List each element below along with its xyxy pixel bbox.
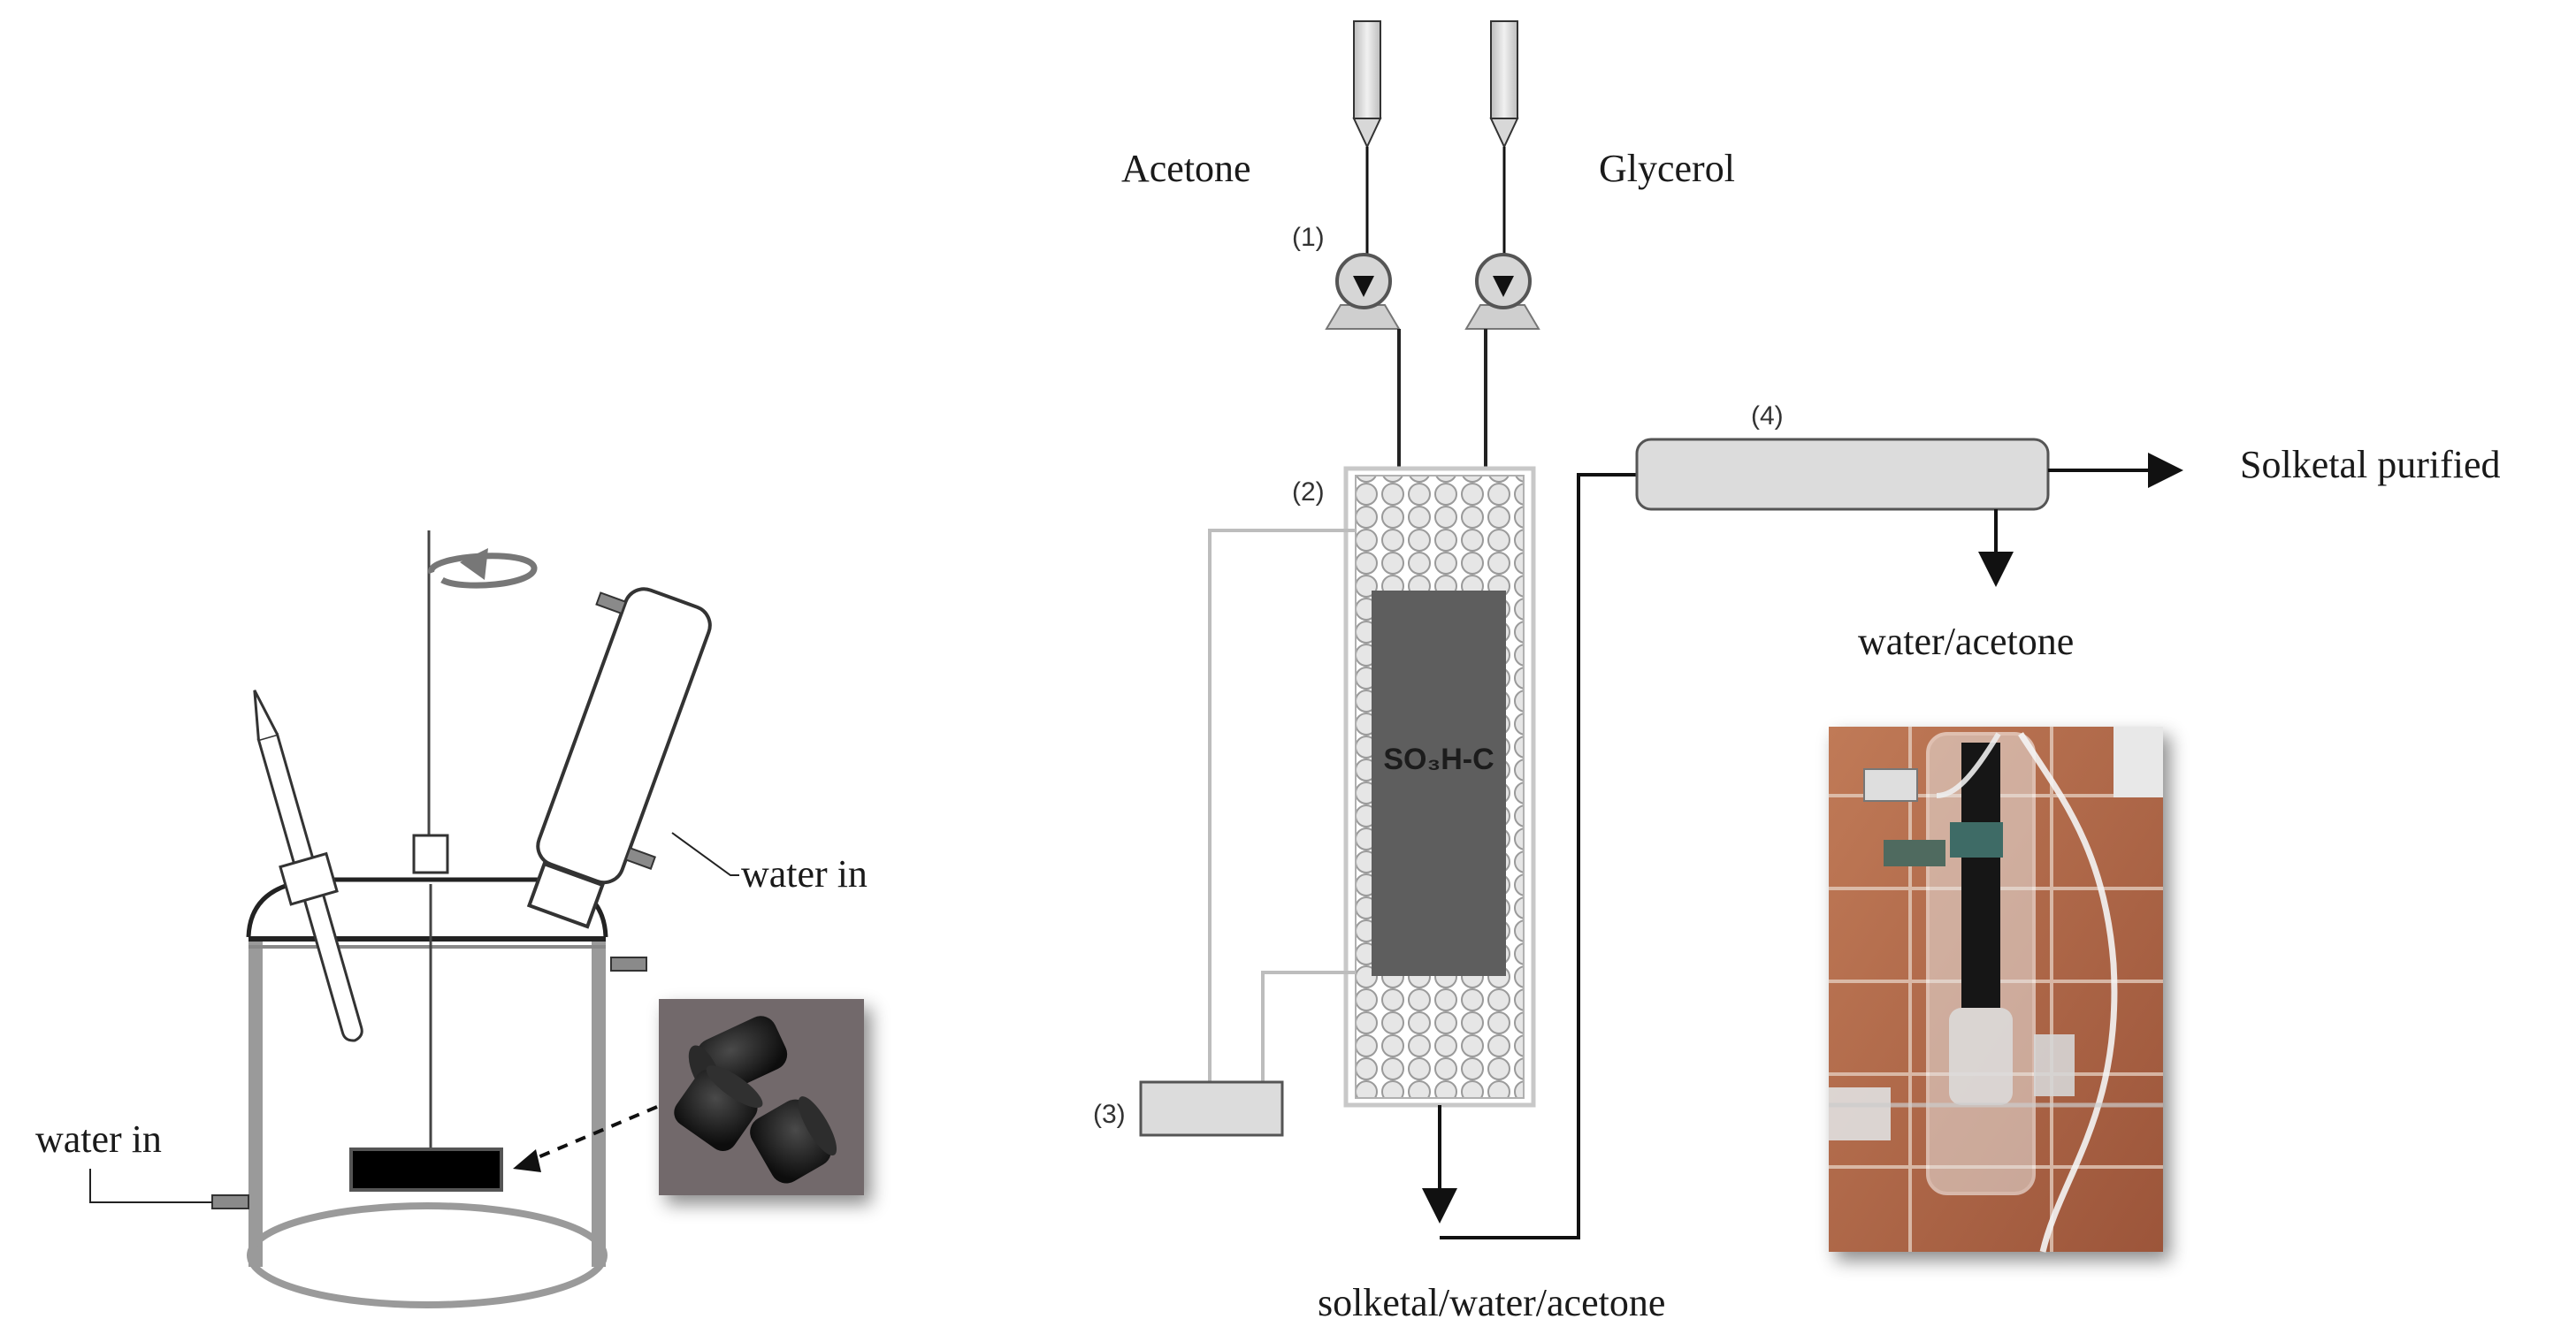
acetone-pump-icon bbox=[1325, 253, 1401, 330]
temperature-controller bbox=[1139, 1080, 1284, 1137]
dashed-pointer-arrow bbox=[523, 1105, 658, 1165]
pump-marker: (1) bbox=[1292, 223, 1325, 252]
glycerol-label: Glycerol bbox=[1599, 147, 1735, 190]
reactor-setup-photo bbox=[1829, 727, 2163, 1253]
stirrer-bushing bbox=[412, 834, 449, 874]
byproduct-label: water/acetone bbox=[1858, 620, 2074, 663]
vessel-bottom bbox=[247, 1202, 608, 1308]
catalyst-label: SO₃H-C bbox=[1383, 743, 1494, 776]
condenser-port-top bbox=[595, 591, 627, 615]
catalyst-basket bbox=[349, 1148, 503, 1192]
outlet-label: solketal/water/acetone bbox=[1318, 1281, 1665, 1324]
flow-system: Acetone Glycerol (1) (2) SO₃H-C (3) bbox=[1093, 20, 2501, 1324]
controller-marker: (3) bbox=[1093, 1100, 1126, 1129]
glycerol-syringe bbox=[1489, 20, 1519, 149]
batch-reactor: water in water in bbox=[35, 530, 868, 1308]
vessel-lid bbox=[246, 877, 608, 938]
catalyst-bed bbox=[1372, 591, 1506, 976]
rotation-arrow-icon bbox=[428, 548, 538, 589]
jacket-port-top bbox=[610, 957, 647, 972]
acetone-label: Acetone bbox=[1121, 147, 1251, 190]
separator-marker: (4) bbox=[1751, 401, 1784, 431]
packed-bed-reactor: SO₃H-C bbox=[1343, 466, 1536, 1108]
catalyst-pellets-photo bbox=[659, 999, 864, 1195]
product-label: Solketal purified bbox=[2240, 443, 2501, 486]
separator-unit bbox=[1635, 438, 2050, 511]
vessel-right-wall bbox=[592, 942, 606, 1267]
vessel-left-wall bbox=[248, 942, 263, 1267]
outlet-line bbox=[1440, 473, 1638, 1239]
glycerol-pump-icon bbox=[1464, 253, 1540, 330]
thermometer-probe bbox=[253, 690, 363, 1042]
condenser-port-bottom bbox=[624, 846, 656, 870]
reflux-condenser bbox=[526, 587, 712, 929]
reactor-marker: (2) bbox=[1292, 477, 1325, 507]
jacket-port-bottom bbox=[211, 1194, 249, 1209]
acetone-syringe bbox=[1352, 20, 1382, 149]
water-in-label-top: water in bbox=[741, 852, 868, 896]
water-in-label-bottom: water in bbox=[35, 1117, 162, 1161]
